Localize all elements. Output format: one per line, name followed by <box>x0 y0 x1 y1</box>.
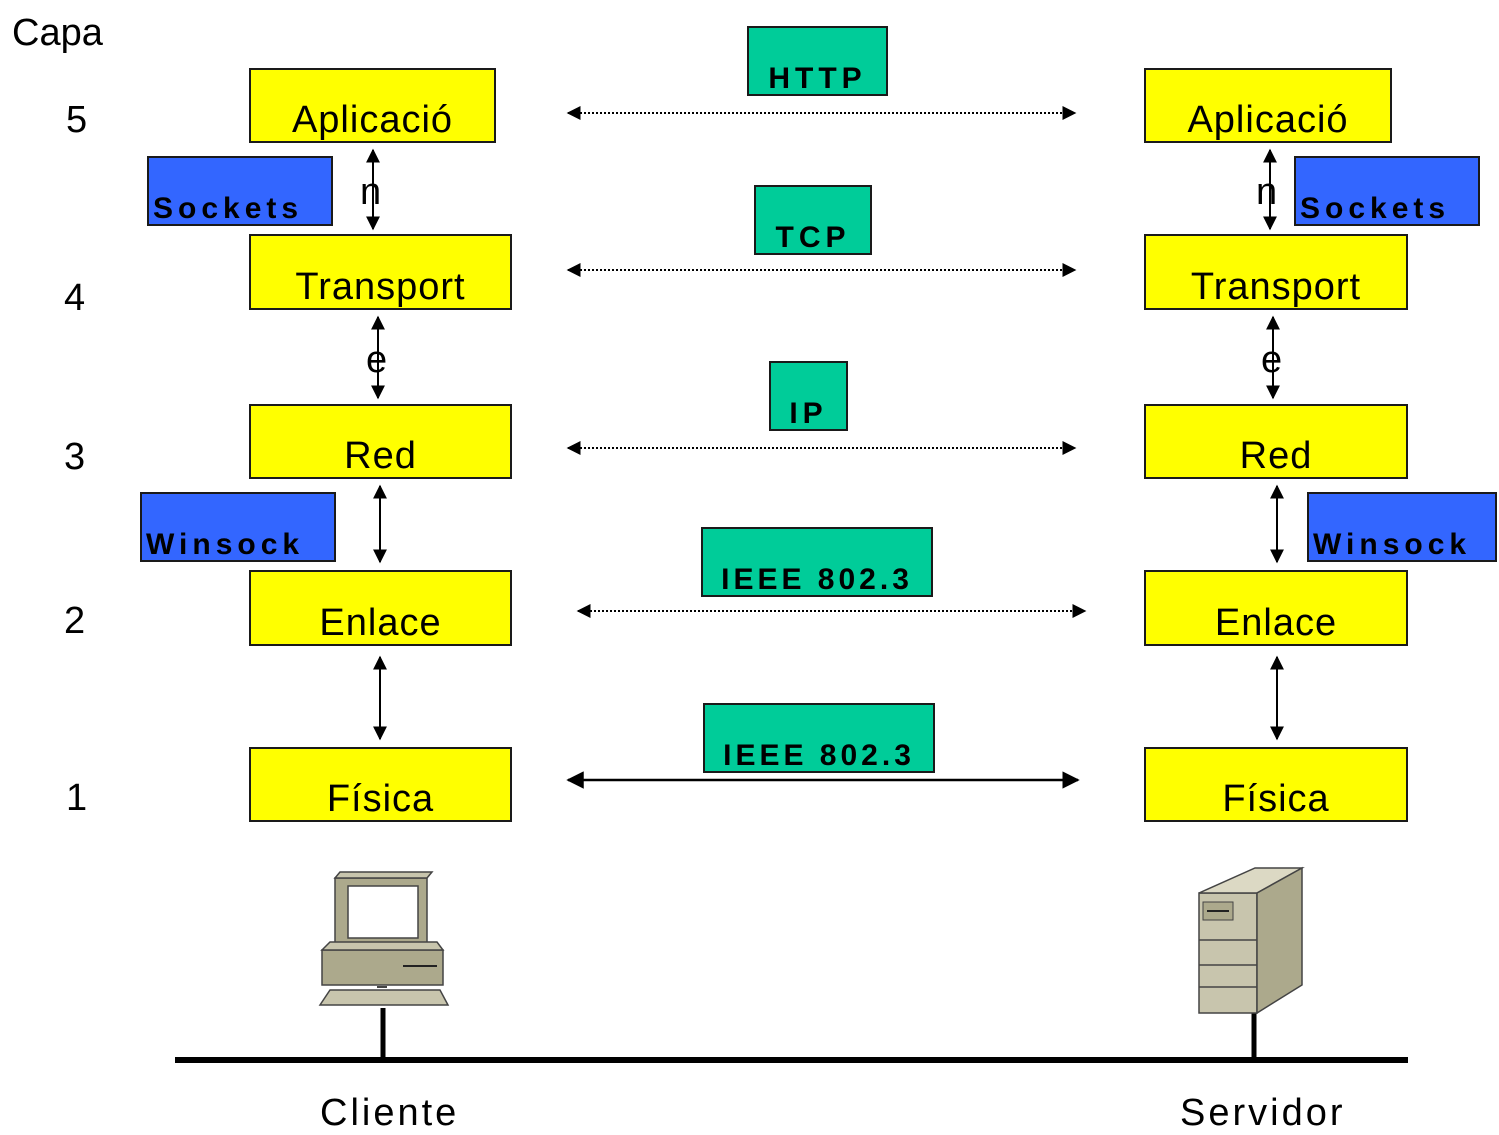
fragment-n-server: n <box>1256 171 1278 213</box>
server-layer-link: Enlace <box>1144 570 1408 646</box>
layer-label: Red <box>1239 435 1313 477</box>
protocol-label: TCP <box>775 221 851 254</box>
layer-number-5: 5 <box>66 99 88 141</box>
layer-number-4: 4 <box>64 277 86 319</box>
server-layer-physical: Física <box>1144 747 1408 822</box>
protocol-ip: IP <box>769 361 848 431</box>
protocol-ieee-physical: IEEE 802.3 <box>703 703 935 773</box>
layer-label: Aplicació <box>1187 99 1349 141</box>
fragment-e-server: e <box>1261 339 1283 381</box>
protocol-label: IEEE 802.3 <box>721 563 913 596</box>
layer-number-2: 2 <box>64 600 86 642</box>
server-winsock-box: Winsock <box>1307 492 1497 562</box>
protocol-label: IEEE 802.3 <box>723 739 915 772</box>
client-winsock-box: Winsock <box>140 492 336 562</box>
client-layer-application: Aplicació <box>249 68 496 143</box>
layer-number-1: 1 <box>66 777 88 819</box>
desktop-computer-icon <box>318 871 450 1006</box>
layer-label: Física <box>1222 778 1330 820</box>
client-label: Cliente <box>320 1092 460 1134</box>
layer-label: Red <box>344 435 417 477</box>
server-layer-application: Aplicació <box>1144 68 1392 143</box>
server-label: Servidor <box>1180 1092 1346 1134</box>
protocol-label: HTTP <box>768 62 867 95</box>
protocol-ieee-link: IEEE 802.3 <box>701 527 933 597</box>
client-layer-link: Enlace <box>249 570 512 646</box>
client-sockets-box: Sockets <box>147 156 333 226</box>
protocol-http: HTTP <box>747 26 888 96</box>
client-layer-physical: Física <box>249 747 512 822</box>
api-label: Sockets <box>153 192 304 225</box>
api-label: Winsock <box>1313 528 1472 561</box>
capa-label: Capa <box>12 12 103 54</box>
layer-label: Transport <box>295 266 466 308</box>
server-sockets-box: Sockets <box>1294 156 1480 226</box>
layer-label: Física <box>326 778 435 820</box>
api-label: Winsock <box>146 528 305 561</box>
fragment-n-client: n <box>360 171 382 213</box>
client-layer-transport: Transport <box>249 234 512 310</box>
protocol-label: IP <box>789 397 828 430</box>
layer-label: Enlace <box>319 602 442 644</box>
layer-label: Enlace <box>1214 602 1338 644</box>
fragment-e-client: e <box>366 339 388 381</box>
server-layer-network: Red <box>1144 404 1408 479</box>
server-layer-transport: Transport <box>1144 234 1408 310</box>
layer-label: Transport <box>1190 266 1362 308</box>
server-tower-icon <box>1198 866 1305 1015</box>
layer-number-3: 3 <box>64 436 86 478</box>
api-label: Sockets <box>1300 192 1451 225</box>
client-layer-network: Red <box>249 404 512 479</box>
layer-label: Aplicació <box>291 99 454 141</box>
protocol-tcp: TCP <box>754 185 872 255</box>
